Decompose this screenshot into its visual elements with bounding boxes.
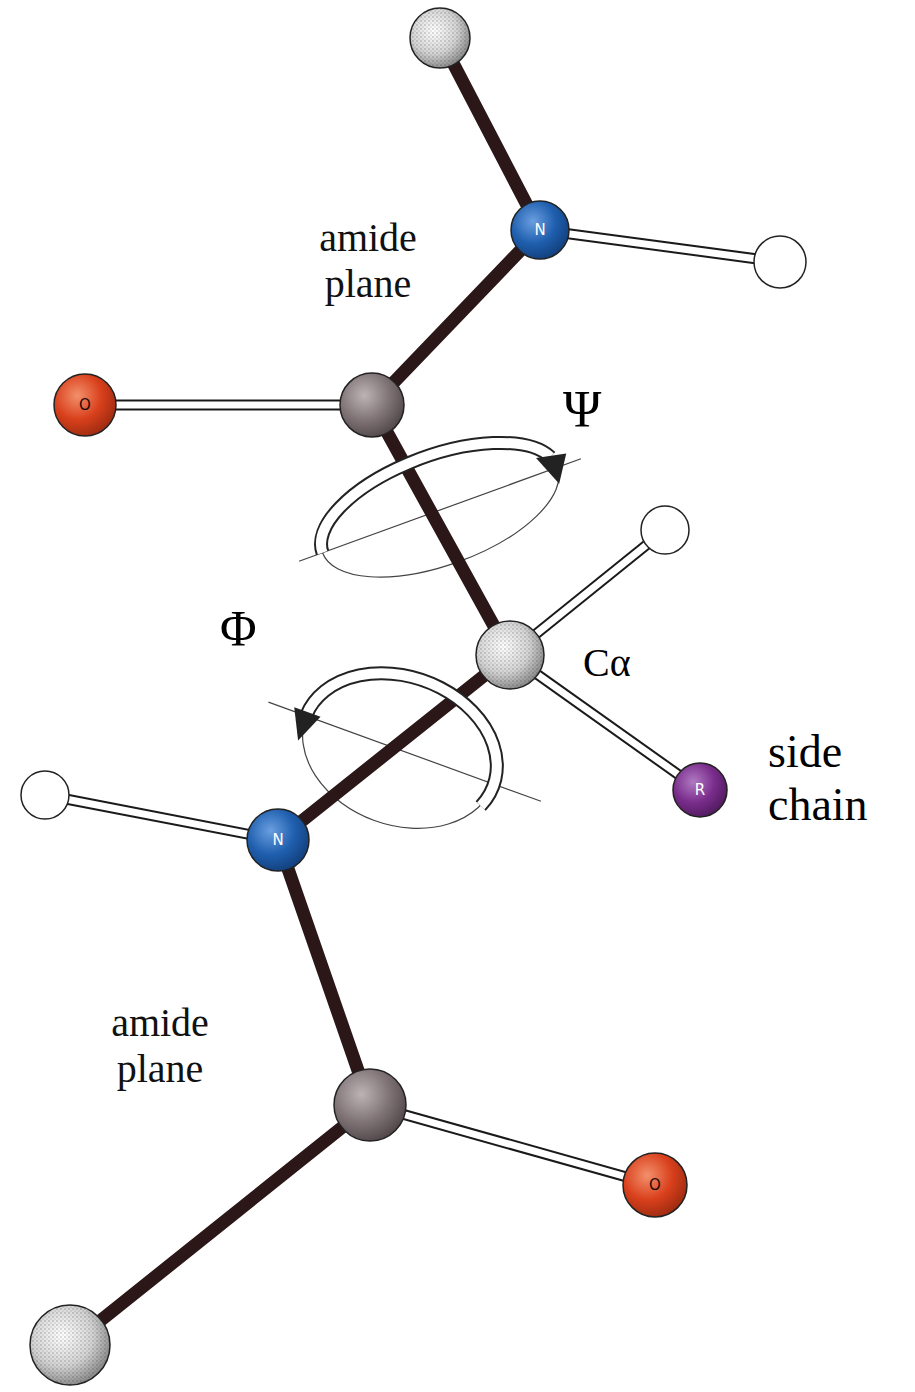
bond [85, 402, 372, 409]
hydrogen-atom [21, 771, 69, 819]
atom-ball [247, 809, 309, 871]
atom-circle: R [672, 762, 728, 818]
psi-rotation-guide [280, 407, 600, 613]
phi-label: Φ [220, 600, 257, 658]
atom-circle: O [53, 373, 117, 437]
bond [540, 230, 780, 262]
atom-symbol: O [649, 1178, 661, 1193]
arrowhead [536, 448, 575, 488]
c-alpha-label: Cα [583, 640, 631, 686]
hydrogen-atom [754, 236, 806, 288]
atom-symbol: O [79, 398, 91, 413]
plane-polygon [35, 665, 700, 1345]
side-bonds [45, 230, 780, 1185]
bond-outline [540, 230, 780, 262]
hydrogen-atom [641, 506, 689, 554]
band [304, 417, 555, 553]
carbon-alpha-atom [476, 621, 544, 689]
band-outline [304, 417, 555, 553]
atom-circle: N [246, 808, 310, 872]
label-slot: Ψ [563, 380, 601, 440]
side-bond-outlines [45, 230, 780, 1185]
bond [70, 1105, 370, 1345]
atom-ball [623, 1153, 687, 1217]
carbon-atom [334, 1069, 406, 1141]
bond [440, 38, 540, 230]
plane-label: amide plane [303, 215, 433, 307]
carbon-atom [340, 373, 404, 437]
side-chain-label: side chain [768, 726, 908, 832]
amide-plane: amide plane N O [40, 25, 800, 645]
plane-label: amide plane [95, 1000, 225, 1092]
label-slot: Φ [220, 600, 257, 658]
stipple [410, 8, 470, 68]
label-slot: side chain [768, 726, 908, 832]
bond-outline [370, 1105, 655, 1185]
bond [278, 655, 510, 840]
stipple [30, 1305, 110, 1385]
bond-outline [45, 795, 278, 840]
label-slot: Cα [583, 640, 631, 686]
backbone-bonds [70, 38, 540, 1345]
psi-ellipse [304, 416, 577, 605]
atom-symbol: R [695, 783, 705, 798]
plane-shape [40, 25, 800, 645]
bond [278, 840, 370, 1105]
bond [45, 795, 278, 840]
bond [370, 1105, 655, 1185]
carbon-alpha-atom [410, 8, 470, 68]
psi-label: Ψ [563, 380, 601, 440]
bond-outline [85, 400, 372, 411]
carbon-alpha-atom [30, 1305, 110, 1385]
psi-rotation-arrow [304, 411, 575, 568]
atom-circle: O [622, 1152, 688, 1218]
plane-polygon [105, 55, 790, 632]
atom-ball [511, 201, 569, 259]
unlabelled-atoms [21, 8, 806, 1385]
atom-circle: N [510, 200, 570, 260]
atom-ball [54, 374, 116, 436]
atom-symbol: N [534, 223, 545, 238]
arrowhead [284, 707, 321, 745]
atom-symbol: N [272, 833, 283, 848]
atom-ball [673, 763, 727, 817]
stipple [476, 621, 544, 689]
amide-plane: amide plane N O [10, 655, 710, 1355]
